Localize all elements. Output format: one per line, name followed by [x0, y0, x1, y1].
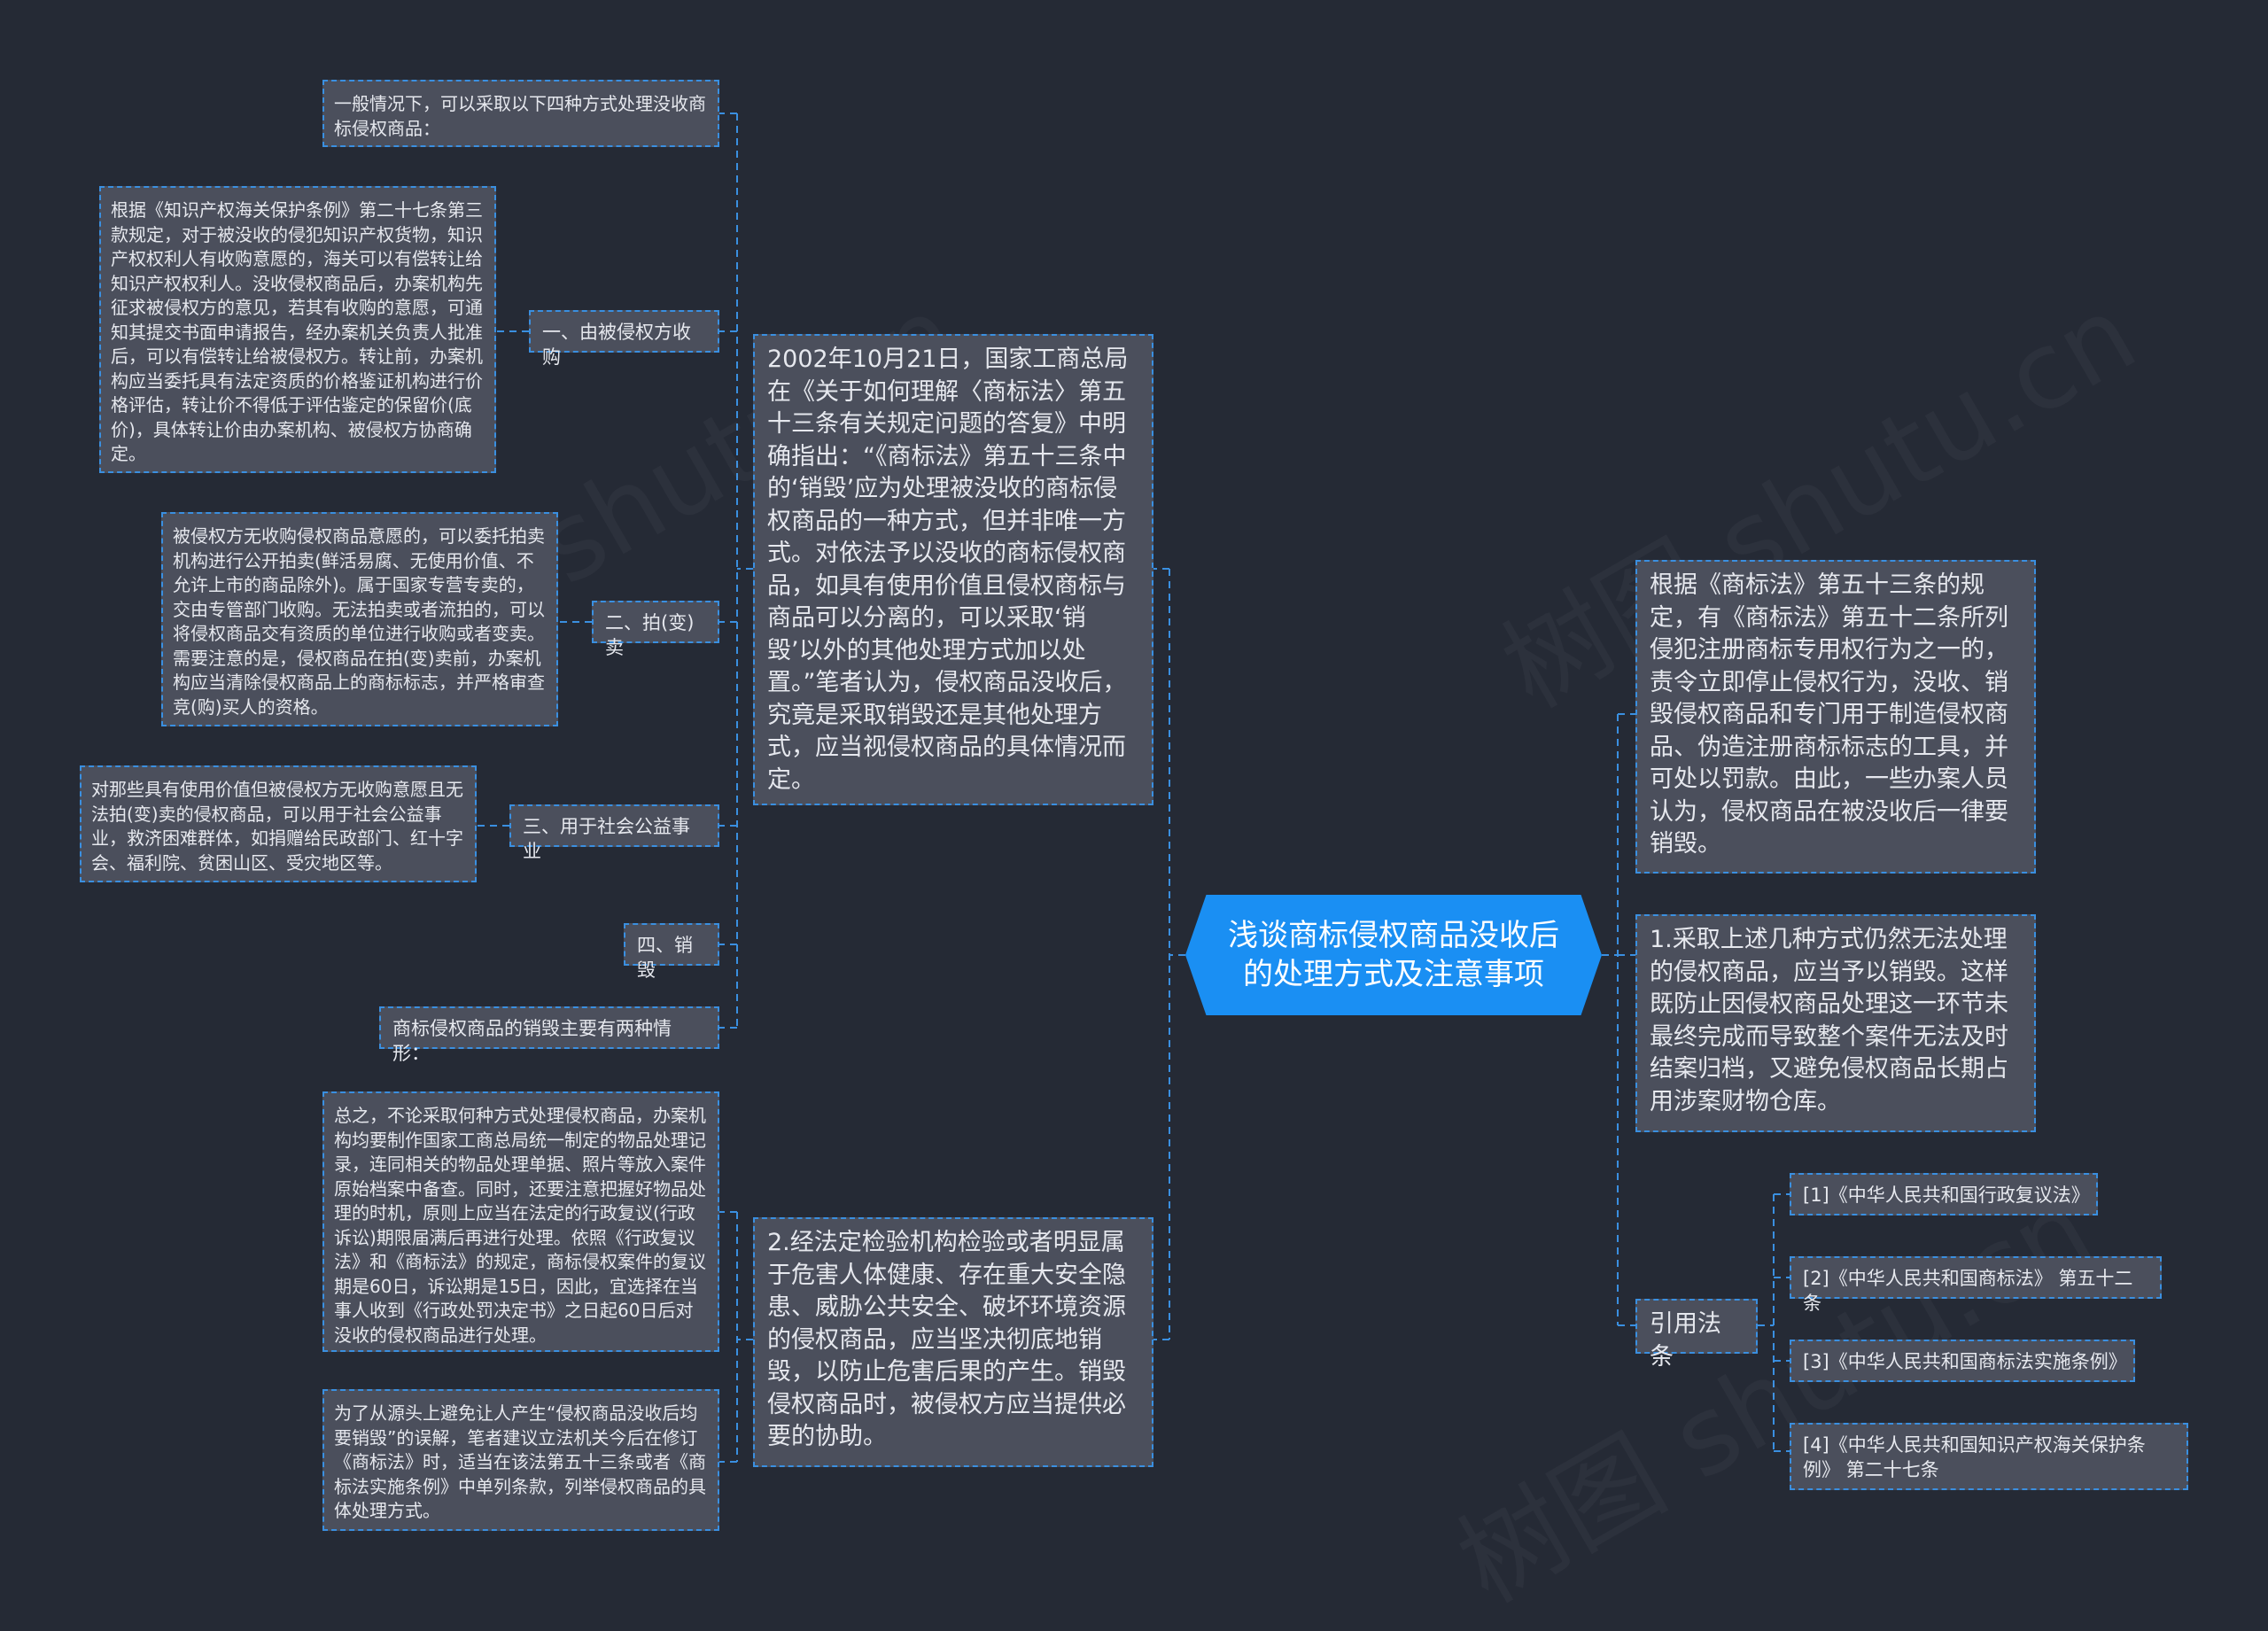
node-citation-1[interactable]: [1]《中华人民共和国行政复议法》: [1790, 1173, 2098, 1215]
link-laws-trunk: [1758, 1194, 1775, 1451]
node-right-destroy-1[interactable]: 1.采取上述几种方式仍然无法处理的侵权商品，应当予以销毁。这样既防止因侵权商品处…: [1635, 914, 2036, 1132]
node-citation-4[interactable]: [4]《中华人民共和国知识产权海关保护条例》 第二十七条: [1790, 1423, 2188, 1490]
node-way1-detail[interactable]: 根据《知识产权海关保护条例》第二十七条第三款规定，对于被没收的侵犯知识产权货物，…: [99, 186, 496, 473]
node-citations-label[interactable]: 引用法条: [1635, 1299, 1758, 1371]
link-c1-trunk: [736, 113, 753, 1028]
node-legislative-advice[interactable]: 为了从源头上避免让人产生“侵权商品没收后均要销毁”的误解，笔者建议立法机关今后在…: [322, 1389, 719, 1531]
link-c2-trunk: [736, 1212, 753, 1462]
root-topic[interactable]: 浅谈商标侵权商品没收后的处理方式及注意事项: [1185, 895, 1602, 1015]
node-left-destroy-2[interactable]: 2.经法定检验机构检验或者明显属于危害人体健康、存在重大安全隐患、威胁公共安全、…: [753, 1217, 1153, 1467]
node-way2-label[interactable]: 二、拍(变)卖: [592, 601, 719, 658]
node-way2-detail[interactable]: 被侵权方无收购侵权商品意愿的，可以委托拍卖机构进行公开拍卖(鲜活易腐、无使用价值…: [161, 512, 558, 726]
node-way1-label[interactable]: 一、由被侵权方收购: [529, 310, 719, 368]
node-right-law-basis[interactable]: 根据《商标法》第五十三条的规定，有《商标法》第五十二条所列侵犯注册商标专用权行为…: [1635, 560, 2036, 874]
node-summary-handling[interactable]: 总之，不论采取何种方式处理侵权商品，办案机构均要制作国家工商总局统一制定的物品处…: [322, 1091, 719, 1352]
node-four-ways-intro[interactable]: 一般情况下，可以采取以下四种方式处理没收商标侵权商品：: [322, 80, 719, 147]
node-citation-2[interactable]: [2]《中华人民共和国商标法》 第五十二条: [1790, 1256, 2162, 1314]
node-way3-detail[interactable]: 对那些具有使用价值但被侵权方无收购意愿且无法拍(变)卖的侵权商品，可以用于社会公…: [80, 765, 477, 882]
node-way3-label[interactable]: 三、用于社会公益事业: [509, 804, 719, 862]
node-citation-3[interactable]: [3]《中华人民共和国商标法实施条例》: [1790, 1340, 2135, 1382]
node-destroy-cases[interactable]: 商标侵权商品的销毁主要有两种情形：: [379, 1006, 719, 1064]
node-left-answer[interactable]: 2002年10月21日，国家工商总局在《关于如何理解〈商标法〉第五十三条有关规定…: [753, 334, 1153, 805]
node-way4-label[interactable]: 四、销毁: [624, 923, 719, 981]
